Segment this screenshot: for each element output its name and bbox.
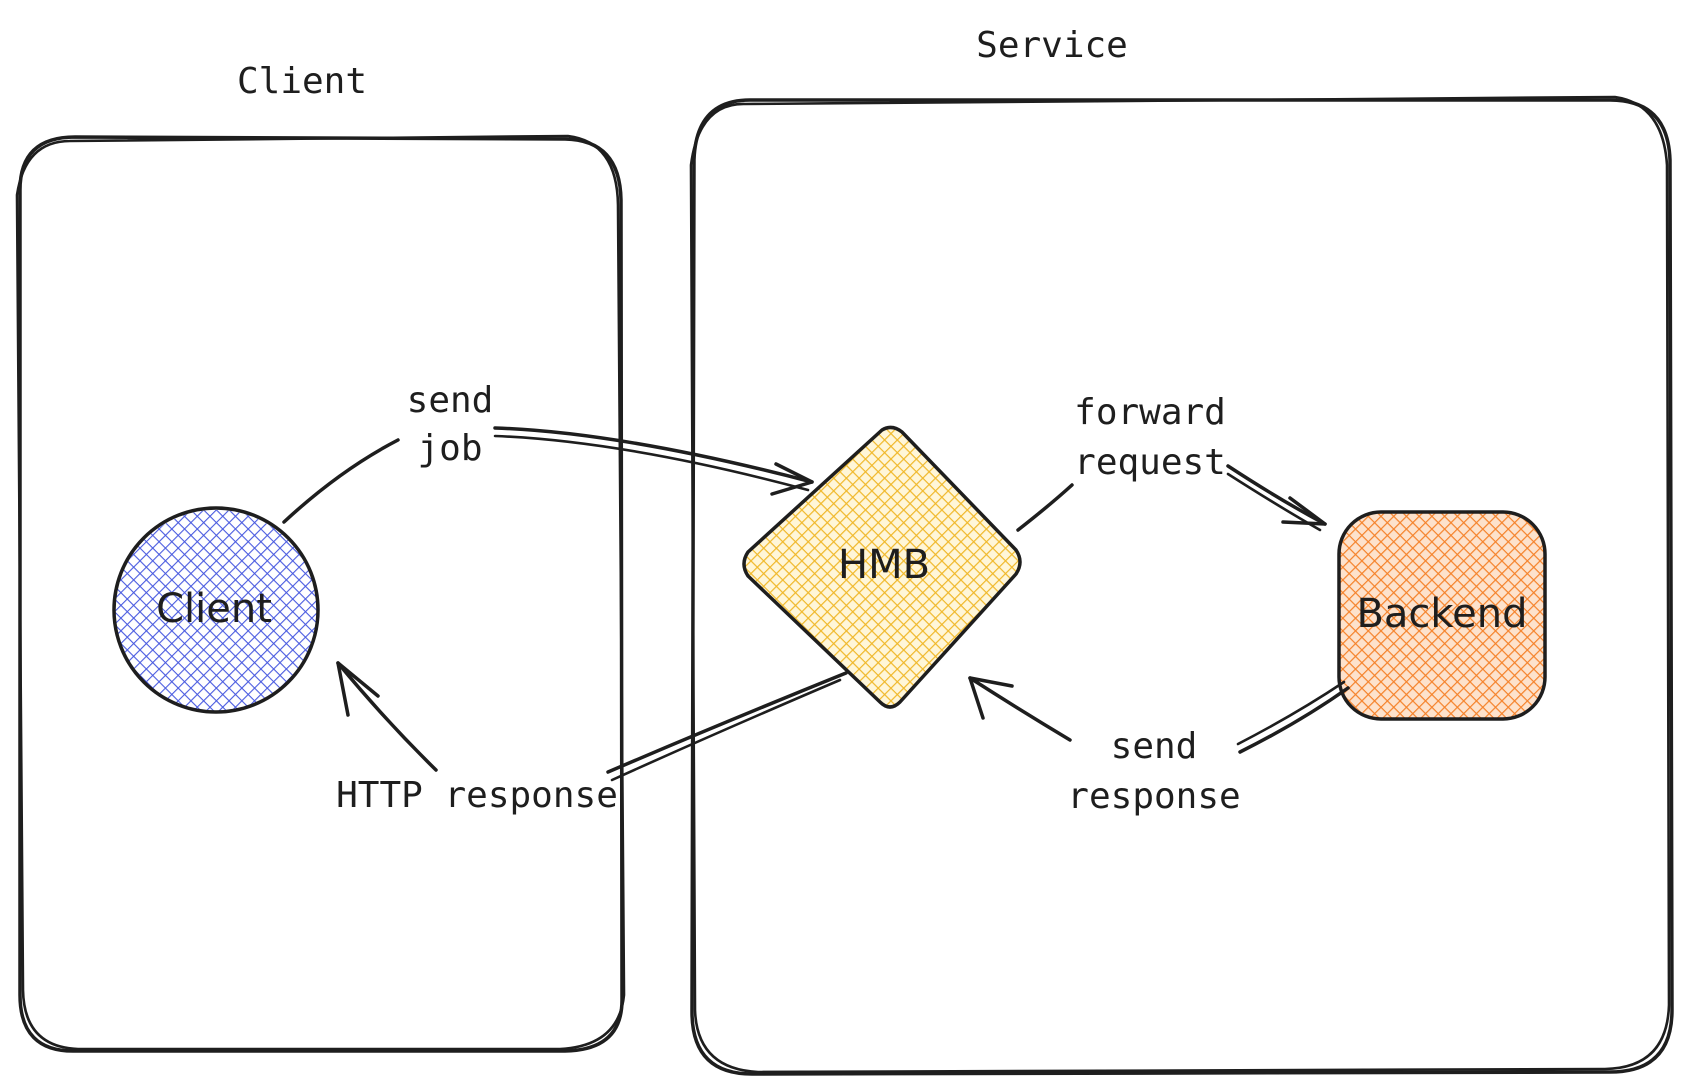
edge-http-response: HTTP response: [336, 661, 848, 816]
http-response-label: HTTP response: [336, 775, 618, 816]
forward-request-arrowhead: [1281, 496, 1327, 526]
backend-node-outline: [1337, 510, 1547, 721]
send-job-arrowhead: [770, 462, 814, 496]
send-response-arrowhead: [968, 676, 1014, 720]
client-group-frame-sketch: [15, 134, 626, 1051]
send-response-line-start: [1238, 686, 1350, 754]
http-response-line-start-sketch: [610, 678, 842, 782]
edge-send-job: send job: [282, 380, 814, 524]
send-response-line-end: [968, 676, 1072, 742]
send-job-line-start: [282, 438, 400, 524]
client-group-frame: [18, 135, 624, 1053]
send-response-label-2: response: [1067, 776, 1240, 817]
send-job-line-end: [493, 426, 814, 484]
http-response-line-start: [606, 671, 848, 774]
service-group: Service: [689, 25, 1674, 1076]
http-response-line-end: [336, 661, 438, 772]
hmb-node-label: HMB: [838, 542, 930, 588]
edge-send-response: send response: [968, 676, 1350, 817]
hmb-node-outline: [742, 425, 1022, 709]
forward-request-label-2: request: [1074, 442, 1226, 483]
send-job-line-end-sketch: [493, 434, 810, 492]
backend-node-label: Backend: [1356, 591, 1527, 637]
send-job-label-2: job: [417, 428, 482, 469]
forward-request-label-1: forward: [1074, 392, 1226, 433]
send-response-label-1: send: [1111, 726, 1198, 767]
service-group-frame-sketch: [689, 95, 1671, 1074]
send-job-label-1: send: [407, 380, 494, 421]
send-response-line-start-sketch: [1236, 680, 1346, 746]
client-group: Client: [15, 61, 626, 1053]
client-node[interactable]: Client: [112, 506, 320, 714]
backend-node[interactable]: Backend: [1337, 510, 1547, 721]
hmb-node[interactable]: HMB: [742, 425, 1022, 709]
http-response-arrowhead: [336, 661, 380, 717]
edge-forward-request: forward request: [1016, 392, 1327, 532]
client-node-outline: [112, 506, 320, 714]
client-node-label: Client: [156, 586, 272, 632]
client-group-title: Client: [237, 61, 367, 102]
forward-request-line-start: [1016, 483, 1074, 532]
service-group-title: Service: [976, 25, 1128, 66]
